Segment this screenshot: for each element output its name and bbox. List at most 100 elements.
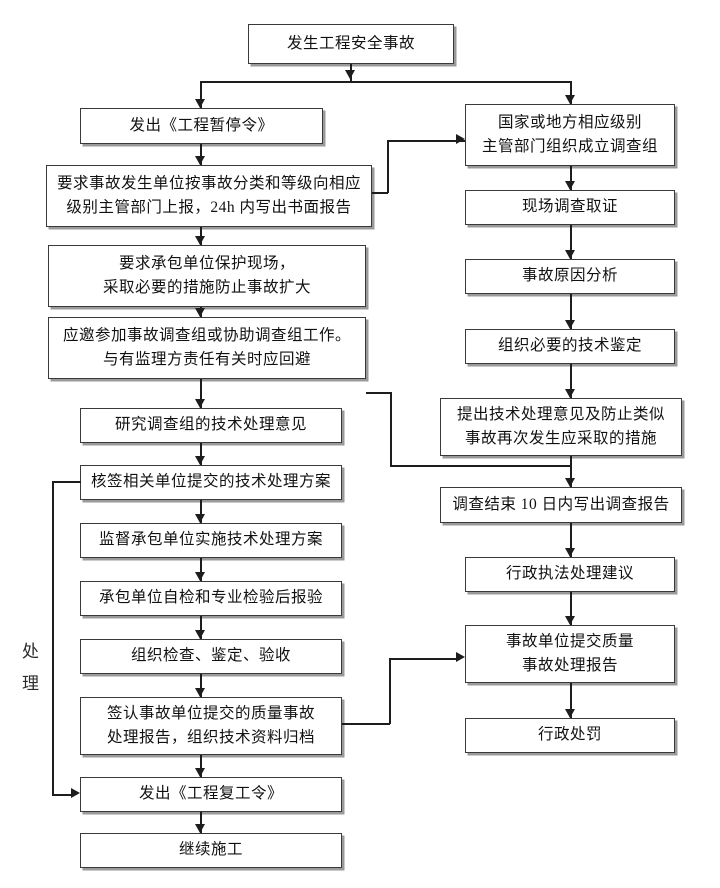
node-left-2-line2: 级别主管部门上报，24h 内写出书面报告 — [66, 199, 352, 216]
node-left-4-line1: 应邀参加事故调查组或协助调查组工作。 — [62, 326, 351, 344]
connector-l4-l5 — [200, 379, 202, 408]
connector-l5-l6 — [200, 443, 202, 465]
node-left-2[interactable]: 要求事故发生单位按事故分类和等级向相应 级别主管部门上报，24h 内写出书面报告 — [46, 165, 372, 227]
arrow-split-left — [195, 99, 205, 108]
node-right-4[interactable]: 组织必要的技术鉴定 — [465, 329, 675, 364]
node-left-5-label: 研究调查组的技术处理意见 — [114, 416, 307, 434]
connector-loop-h2 — [52, 794, 73, 796]
connector-l1-l2 — [200, 144, 202, 165]
node-right-1[interactable]: 国家或地方相应级别 主管部门组织成立调查组 — [465, 104, 675, 166]
node-left-3-line1: 要求承包单位保护现场， — [118, 254, 295, 272]
connector-l8-l9 — [200, 616, 202, 639]
node-left-4-line2: 与有监理方责任有关时应回避 — [102, 351, 311, 368]
connector-split-right-drop — [570, 81, 572, 104]
node-left-3-line2: 采取必要的措施防止事故扩大 — [102, 279, 311, 296]
side-label-char-1: 处 — [22, 642, 40, 661]
node-left-4[interactable]: 应邀参加事故调查组或协助调查组工作。 与有监理方责任有关时应回避 — [48, 317, 366, 379]
node-right-7[interactable]: 行政执法处理建议 — [465, 557, 675, 592]
arrow-r5-r6 — [565, 478, 575, 487]
node-left-11[interactable]: 发出《工程复工令》 — [80, 777, 342, 812]
node-left-10[interactable]: 签认事故单位提交的质量事故 处理报告，组织技术资料归档 — [80, 697, 342, 755]
node-right-5[interactable]: 提出技术处理意见及防止类似 事故再次发生应采取的措施 — [440, 398, 682, 456]
connector-r3-r4 — [570, 294, 572, 329]
node-right-2[interactable]: 现场调查取证 — [465, 190, 675, 225]
node-right-9[interactable]: 行政处罚 — [465, 718, 675, 753]
node-left-1[interactable]: 发出《工程暂停令》 — [80, 108, 323, 144]
arrow-l11-l12 — [195, 824, 205, 833]
arrow-r7-r8 — [565, 616, 575, 625]
node-left-9[interactable]: 组织检查、鉴定、验收 — [80, 639, 342, 674]
arrow-split-right — [565, 95, 575, 104]
connector-l2-to-r1-v — [387, 140, 389, 193]
node-left-2-label: 要求事故发生单位按事故分类和等级向相应 级别主管部门上报，24h 内写出书面报告 — [53, 172, 365, 220]
node-right-6-label: 调查结束 10 日内写出调查报告 — [452, 495, 670, 513]
node-left-7[interactable]: 监督承包单位实施技术处理方案 — [80, 523, 342, 558]
connector-split-left-drop — [200, 81, 202, 108]
node-left-9-label: 组织检查、鉴定、验收 — [130, 647, 291, 665]
connector-l2-to-r1-h2 — [387, 140, 465, 142]
connector-r5-r6 — [570, 456, 572, 487]
node-left-11-label: 发出《工程复工令》 — [138, 785, 283, 803]
arrow-l6-l7 — [195, 514, 205, 523]
connector-l10-to-r8-h1 — [342, 723, 390, 725]
arrow-l3-l4 — [195, 308, 205, 317]
arrow-l2-to-r1 — [456, 134, 465, 144]
connector-r2-r3 — [570, 225, 572, 259]
node-right-8[interactable]: 事故单位提交质量 事故处理报告 — [465, 625, 675, 683]
side-label-char-2: 理 — [22, 674, 40, 694]
node-right-1-label: 国家或地方相应级别 主管部门组织成立调查组 — [472, 111, 668, 159]
node-right-8-line2: 事故处理报告 — [521, 657, 618, 674]
connector-l7-l8 — [200, 558, 202, 581]
node-right-6[interactable]: 调查结束 10 日内写出调查报告 — [440, 487, 682, 523]
side-label-chuli: 处 理 — [18, 636, 44, 701]
connector-l10-to-r8-h2 — [389, 658, 457, 660]
arrow-r2-r3 — [565, 250, 575, 259]
connector-loop-v — [52, 481, 54, 795]
node-left-8[interactable]: 承包单位自检和专业检验后报验 — [80, 581, 342, 616]
arrow-l9-l10 — [195, 688, 205, 697]
node-right-7-label: 行政执法处理建议 — [505, 565, 634, 583]
node-right-5-line2: 事故再次发生应采取的措施 — [464, 430, 657, 447]
node-start[interactable]: 发生工程安全事故 — [248, 24, 454, 64]
node-right-8-line1: 事故单位提交质量 — [505, 632, 634, 650]
node-left-3-label: 要求承包单位保护现场， 采取必要的措施防止事故扩大 — [55, 252, 359, 300]
node-left-12[interactable]: 继续施工 — [80, 833, 342, 868]
node-left-10-label: 签认事故单位提交的质量事故 处理报告，组织技术资料归档 — [87, 702, 335, 750]
node-left-2-line1: 要求事故发生单位按事故分类和等级向相应 — [56, 174, 361, 192]
arrow-l10-to-r8 — [456, 652, 465, 662]
connector-r8-r9 — [570, 683, 572, 718]
arrow-l2-l3 — [195, 236, 205, 245]
connector-r6-r7 — [570, 523, 572, 557]
node-left-3[interactable]: 要求承包单位保护现场， 采取必要的措施防止事故扩大 — [48, 245, 366, 307]
arrow-l4-l5 — [195, 399, 205, 408]
arrow-l10-l11 — [195, 768, 205, 777]
connector-l4-to-r6-h2 — [390, 465, 571, 467]
node-right-1-line2: 主管部门组织成立调查组 — [481, 138, 658, 155]
connector-r7-r8 — [570, 592, 572, 625]
connector-r4-r5 — [570, 364, 572, 398]
node-right-2-label: 现场调查取证 — [521, 198, 618, 216]
arrow-l8-l9 — [195, 630, 205, 639]
arrow-l1-l2 — [195, 156, 205, 165]
connector-r1-r2 — [570, 166, 572, 190]
arrow-r3-r4 — [565, 320, 575, 329]
node-right-9-label: 行政处罚 — [537, 726, 602, 744]
arrow-r1-r2 — [565, 181, 575, 190]
node-left-6-label: 核签相关单位提交的技术处理方案 — [90, 473, 331, 491]
arrow-l5-l6 — [195, 456, 205, 465]
arrow-r4-r5 — [565, 389, 575, 398]
arrow-loop-to-l11 — [71, 788, 80, 798]
node-right-5-label: 提出技术处理意见及防止类似 事故再次发生应采取的措施 — [447, 403, 675, 451]
node-left-6[interactable]: 核签相关单位提交的技术处理方案 — [80, 465, 342, 500]
node-left-7-label: 监督承包单位实施技术处理方案 — [98, 531, 323, 549]
connector-loop-h1 — [52, 481, 81, 483]
connector-l10-l11 — [200, 755, 202, 777]
node-right-3[interactable]: 事故原因分析 — [465, 259, 675, 294]
node-left-5[interactable]: 研究调查组的技术处理意见 — [80, 408, 342, 443]
node-right-4-label: 组织必要的技术鉴定 — [497, 337, 642, 355]
connector-l4-to-r6-h1 — [366, 392, 392, 394]
node-left-8-label: 承包单位自检和专业检验后报验 — [98, 589, 323, 607]
node-right-1-line1: 国家或地方相应级别 — [497, 113, 642, 131]
connector-split-bus — [200, 81, 570, 83]
